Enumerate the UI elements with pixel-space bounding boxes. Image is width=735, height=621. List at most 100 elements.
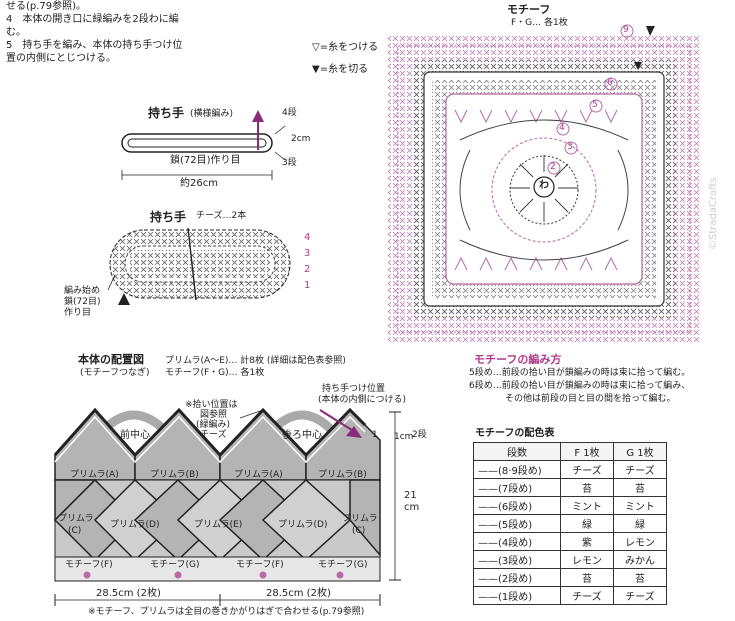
- cell-g: チーズ: [613, 586, 667, 605]
- motif-row-6: 6: [607, 78, 613, 88]
- piece-f2: モチーフ(F): [236, 560, 284, 570]
- table-row: ——(1段め)チーズチーズ: [473, 586, 667, 605]
- layout-legend-2: モチーフ(F・G)… 各1枚: [165, 368, 265, 378]
- note-line-4a: 4 本体の開き口に緑編みを2段わに編: [6, 14, 179, 25]
- handle2-start: 編み始め: [64, 286, 101, 296]
- table-row: ——(2段め)苔苔: [473, 568, 667, 587]
- table-row: ——(3段め)レモンみかん: [473, 550, 667, 569]
- color-table-title: モチーフの配色表: [475, 428, 555, 439]
- handle1-chain: 鎖(72目)作り目: [170, 155, 241, 166]
- piece-f1: モチーフ(F): [65, 560, 113, 570]
- handle-pos-1: 持ち手つけ位置: [322, 384, 386, 394]
- handle1-rows-top: 4段: [282, 108, 297, 118]
- method-line-2: 6段め…前段の拾い目が鎖編みの時は束に拾って編み、: [469, 381, 691, 391]
- handle2-made: 作り目: [64, 308, 92, 318]
- dim-21: 21: [404, 490, 417, 501]
- cell-g: 苔: [613, 478, 667, 497]
- dim-2dan: 2段: [412, 430, 427, 440]
- motif-title: モチーフ: [507, 3, 551, 16]
- cell-row: ——(6段め): [473, 496, 561, 515]
- handle2-note: チーズ…2本: [196, 211, 247, 221]
- cell-g: レモン: [613, 532, 667, 551]
- cell-f: ミント: [560, 496, 614, 515]
- motif-row-5: 5: [592, 100, 598, 110]
- table-row: ——(6段め)ミントミント: [473, 496, 667, 515]
- motif-center-label: わ: [539, 180, 549, 191]
- handle1-title: 持ち手: [148, 106, 185, 120]
- note-line-0: せる(p.79参照)。: [6, 1, 87, 12]
- cell-f: チーズ: [560, 460, 614, 479]
- method-title: モチーフの編み方: [474, 353, 562, 366]
- piece-e1: プリムラ(E): [194, 520, 243, 530]
- layout-subtitle: (モチーフつなぎ): [80, 368, 150, 378]
- motif-chart: [388, 24, 700, 342]
- handle1-width: 約26cm: [180, 178, 218, 189]
- piece-d2: プリムラ(D): [278, 520, 328, 530]
- table-row: ——(8·9段め)チーズチーズ: [473, 460, 667, 479]
- note-line-4b: む。: [6, 27, 26, 38]
- piece-b1: プリムラ(B): [150, 470, 199, 480]
- legend-cut: ▼=糸を切る: [312, 64, 369, 75]
- handle-strip-diagram: [121, 110, 286, 180]
- cell-f: 苔: [560, 478, 614, 497]
- note-pos-4: チーズ: [200, 430, 227, 440]
- method-line-1: 5段め…前段の拾い目が鎖編みの時は束に拾って編む。: [469, 368, 691, 378]
- piece-c2: プリムラ: [342, 514, 378, 524]
- col-f: F 1枚: [560, 442, 614, 461]
- cell-row: ——(8·9段め): [473, 460, 561, 479]
- handle-pos-2: (本体の内側につける): [318, 395, 407, 405]
- color-table: 段数 F 1枚 G 1枚 ——(8·9段め)チーズチーズ ——(7段め)苔苔 —…: [473, 442, 667, 605]
- cell-g: ミント: [613, 496, 667, 515]
- piece-c1: プリムラ: [58, 514, 94, 524]
- note-pos-2: 図参照: [200, 410, 228, 420]
- width-left: 28.5cm (2枚): [96, 588, 161, 599]
- layout-legend-1: プリムラ(A〜E)… 計8枚 (詳細は配色表参照): [165, 356, 346, 366]
- cell-f: 紫: [560, 532, 614, 551]
- dim-1cm: 1cm: [394, 432, 414, 442]
- note-line-5a: 5 持ち手を編み、本体の持ち手つけ位: [6, 40, 183, 51]
- piece-a1: プリムラ(A): [70, 470, 119, 480]
- table-row: ——(7段め)苔苔: [473, 478, 667, 497]
- handle2-row-1: 1: [304, 280, 311, 291]
- handle1-height: 2cm: [291, 134, 311, 144]
- motif-row-9: 9: [623, 25, 629, 35]
- handle-stitch-chart: [107, 227, 291, 305]
- piece-c1-b: (C): [68, 526, 82, 536]
- piece-g2: モチーフ(G): [318, 560, 368, 570]
- cell-row: ——(2段め): [473, 568, 561, 587]
- handle2-row-2: 2: [304, 264, 311, 275]
- method-line-3: その他は前段の目と目の間を拾って編む。: [505, 394, 676, 404]
- handle2-title: 持ち手: [150, 210, 187, 224]
- cell-f: レモン: [560, 550, 614, 569]
- watermark: ©StradaCrafts: [708, 177, 719, 250]
- handle1-rows-bottom: 3段: [282, 158, 297, 168]
- piece-a2: プリムラ(A): [234, 470, 283, 480]
- layout-footnote: ※モチーフ、プリムラは全目の巻きかがりはぎで合わせる(p.79参照): [88, 607, 365, 617]
- cell-row: ——(3段め): [473, 550, 561, 569]
- cell-g: 緑: [613, 514, 667, 533]
- cell-row: ——(5段め): [473, 514, 561, 533]
- handle1-subtitle: (横様編み): [190, 109, 234, 119]
- handle2-row-3: 3: [304, 248, 311, 259]
- motif-row-3: 3: [567, 142, 573, 152]
- col-rows: 段数: [473, 442, 561, 461]
- cell-row: ——(1段め): [473, 586, 561, 605]
- layout-title: 本体の配置図: [78, 353, 144, 366]
- motif-row-4: 4: [559, 123, 565, 133]
- legend-attach: ▽=糸をつける: [312, 42, 379, 53]
- cell-row: ——(7段め): [473, 478, 561, 497]
- front-center: 前中心: [120, 430, 150, 441]
- piece-d1: プリムラ(D): [110, 520, 160, 530]
- note-pos-1: ※拾い位置は: [185, 400, 238, 410]
- motif-subtitle: F・G… 各1枚: [511, 18, 568, 28]
- piece-g1: モチーフ(G): [150, 560, 200, 570]
- dim-cm: cm: [404, 502, 420, 513]
- piece-b2: プリムラ(B): [318, 470, 367, 480]
- piece-c2-b: (C): [352, 526, 366, 536]
- motif-row-2: 2: [550, 162, 556, 172]
- table-row: ——(4段め)紫レモン: [473, 532, 667, 551]
- width-right: 28.5cm (2枚): [266, 588, 331, 599]
- body-layout-diagram: [53, 407, 401, 606]
- cell-g: チーズ: [613, 460, 667, 479]
